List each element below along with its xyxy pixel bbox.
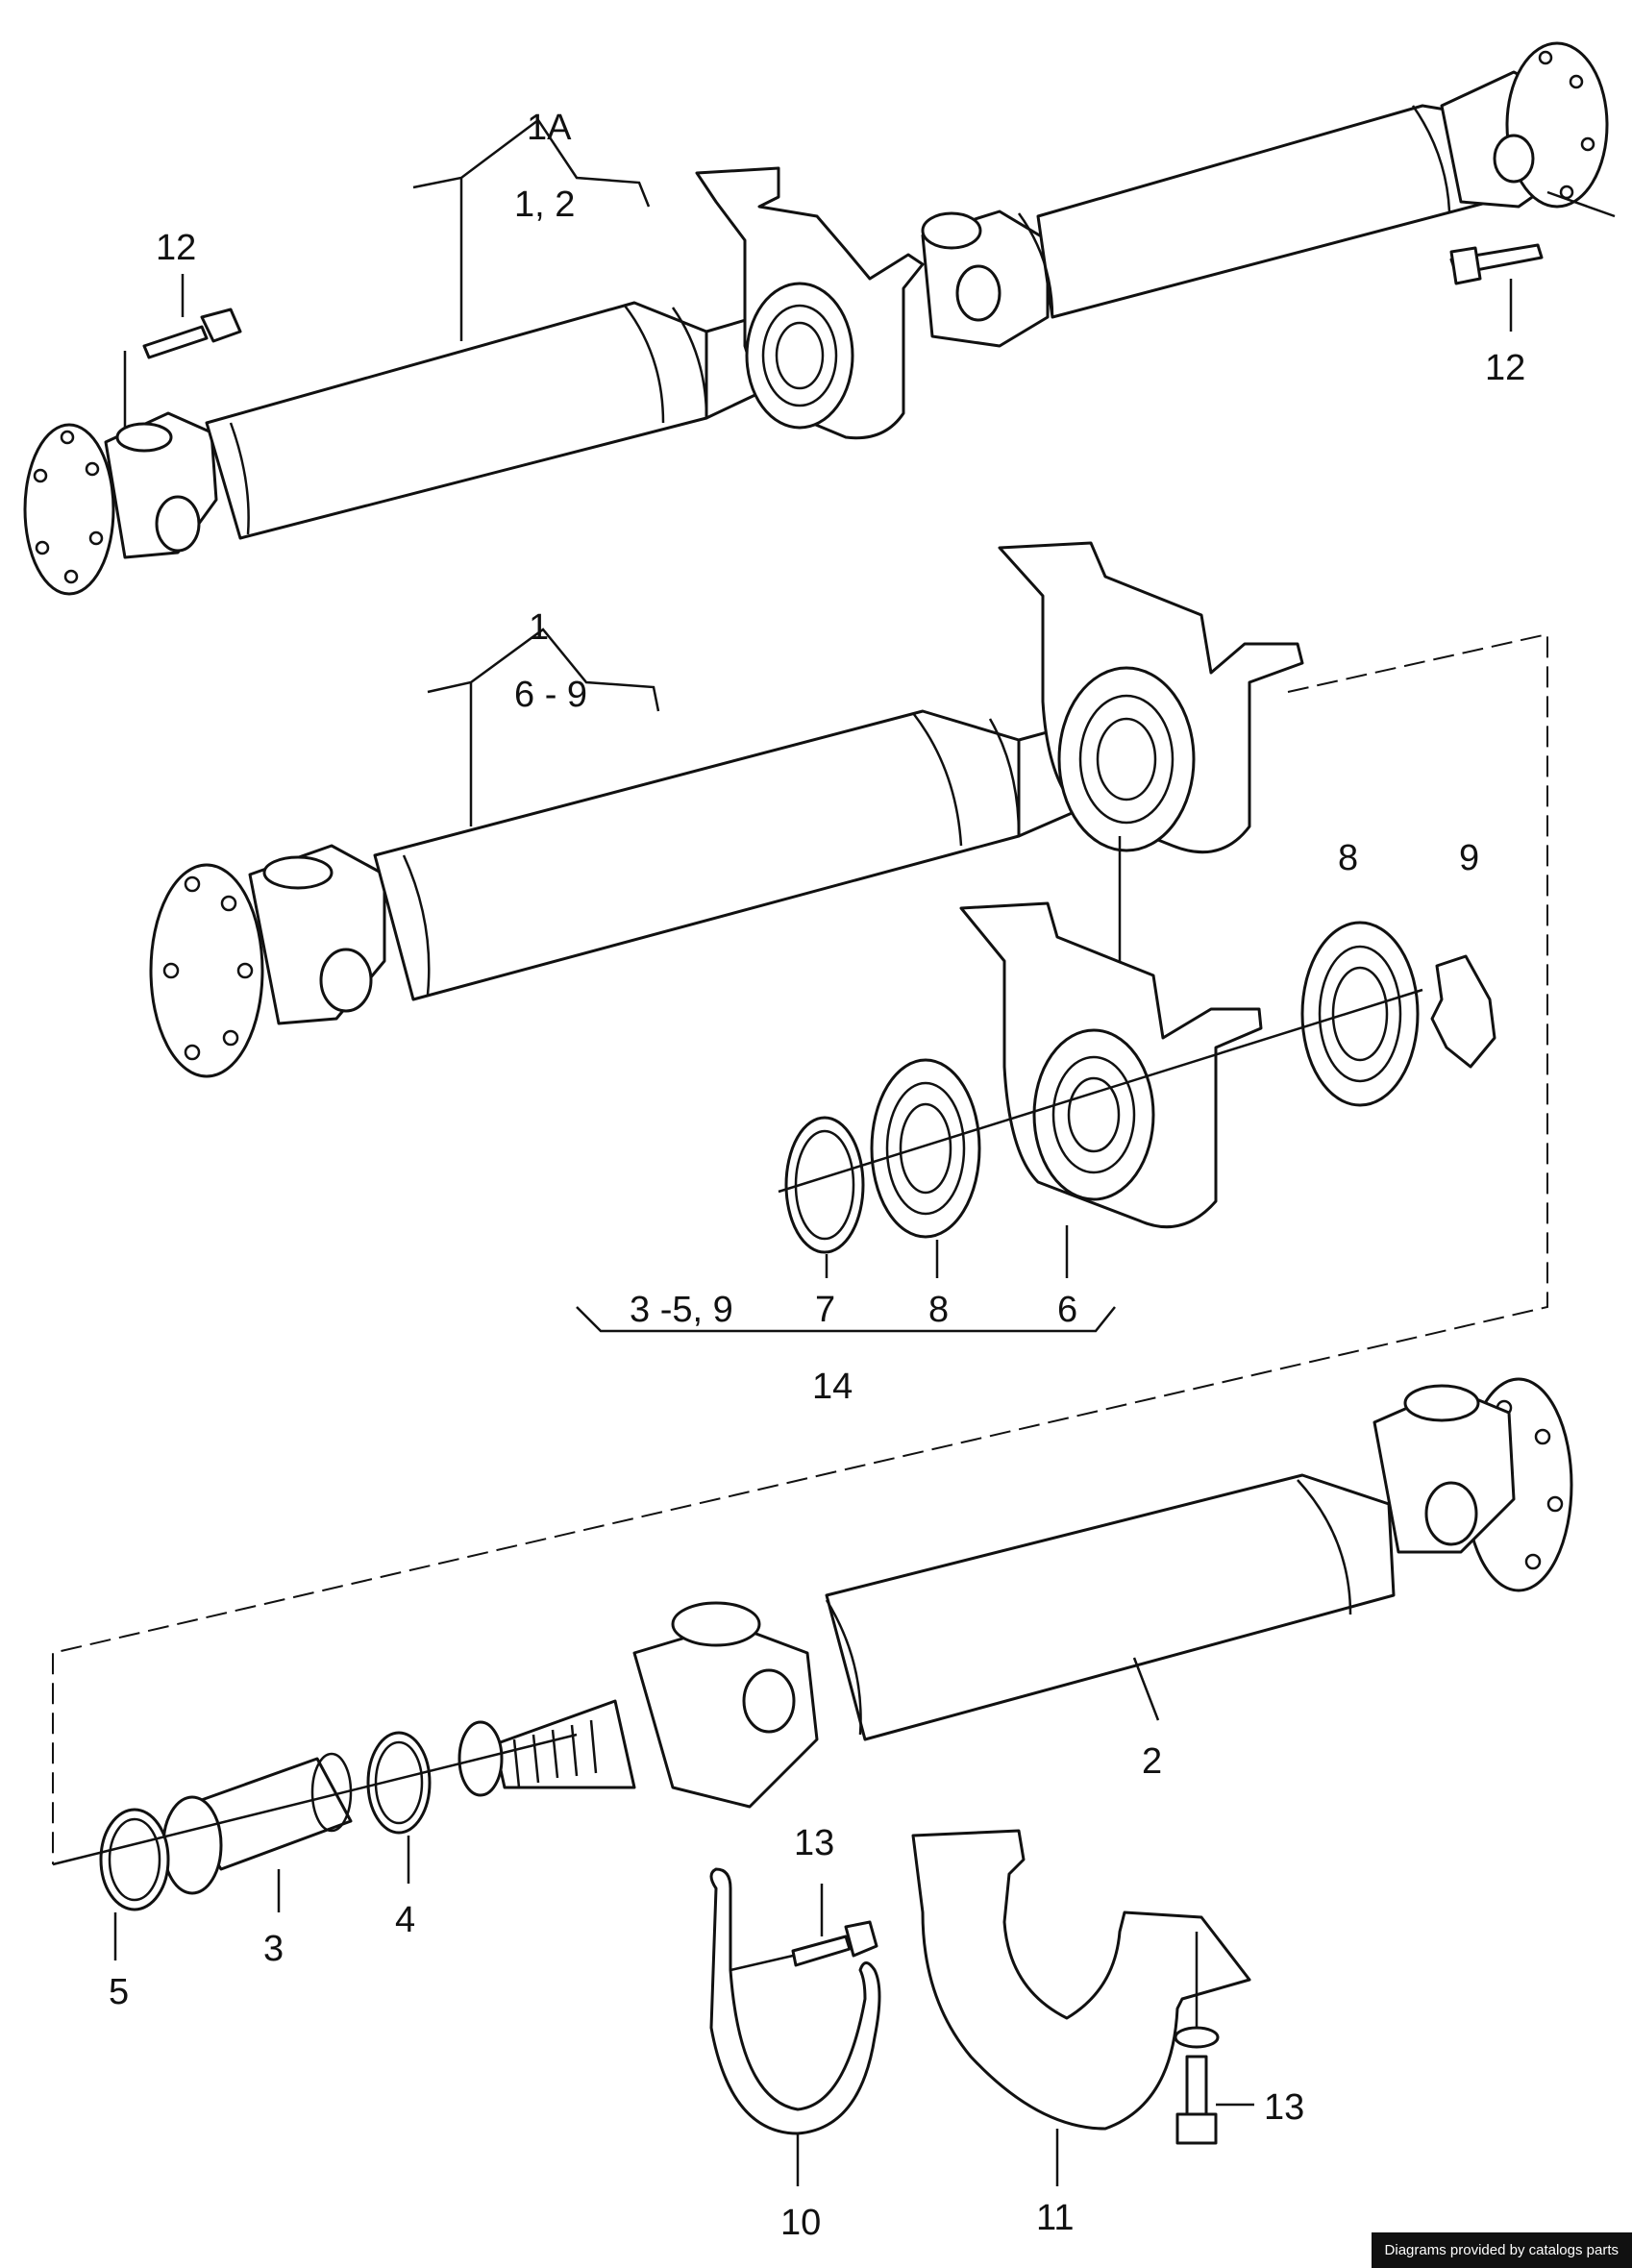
label-part-4: 4 — [395, 1900, 415, 1940]
label-part-11: 11 — [1036, 2198, 1074, 2238]
bolt-12-left — [123, 274, 242, 428]
watermark-text: Diagrams provided by catalogs parts — [1371, 2232, 1632, 2268]
label-group-range: 3 -5, 9 — [630, 1290, 733, 1330]
lock-ring-9 — [1430, 954, 1496, 1069]
label-assembly-1A: 1A — [527, 108, 572, 148]
bolt-12-right — [1449, 190, 1616, 332]
label-part-7: 7 — [815, 1290, 835, 1330]
center-bearing-exploded — [576, 836, 1496, 1333]
label-part-3: 3 — [263, 1929, 284, 1969]
propshaft-assembly-1A — [23, 41, 1616, 596]
strap-10 — [709, 1867, 881, 2186]
dust-cover-8-lower — [870, 1058, 981, 1239]
label-part-9-upper: 9 — [1459, 838, 1479, 878]
exploded-group-frame — [52, 632, 1548, 1864]
flange-right-top — [1505, 41, 1609, 209]
flange-left-top — [23, 423, 115, 596]
rear-tube-top — [1036, 104, 1492, 319]
clamp-4 — [366, 1731, 432, 1835]
clamp-5 — [99, 1808, 170, 1911]
bolt-13-right — [1174, 1932, 1254, 2145]
label-bolt-12-right: 12 — [1485, 348, 1525, 388]
bracket-1 — [427, 628, 660, 712]
label-kit-14: 14 — [812, 1367, 853, 1407]
label-assembly-1A-range: 1, 2 — [514, 185, 575, 225]
label-bolt-13-left: 13 — [794, 1823, 834, 1863]
bracket-1A — [412, 118, 651, 208]
bolt-13-left — [729, 1884, 878, 1972]
label-part-6: 6 — [1057, 1290, 1077, 1330]
label-part-2: 2 — [1142, 1741, 1162, 1782]
label-part-8-upper: 8 — [1338, 838, 1358, 878]
snap-ring-7 — [784, 1116, 865, 1254]
label-bolt-13-right: 13 — [1264, 2087, 1304, 2128]
label-part-5: 5 — [109, 1972, 129, 2012]
label-assembly-1-range: 6 - 9 — [514, 675, 587, 715]
flange-left-middle — [149, 863, 264, 1078]
front-tube-top — [205, 301, 708, 540]
bracket-14 — [576, 1306, 1116, 1333]
propshaft-rear-2 — [52, 1377, 1573, 1960]
rear-tube-lower — [825, 1473, 1396, 1741]
label-part-10: 10 — [780, 2203, 821, 2243]
bracket-11 — [911, 1829, 1251, 2186]
label-assembly-1: 1 — [529, 607, 549, 648]
label-part-8-lower: 8 — [928, 1290, 949, 1330]
propshaft-assembly-1 — [149, 541, 1304, 1078]
label-bolt-12-left: 12 — [156, 228, 196, 268]
